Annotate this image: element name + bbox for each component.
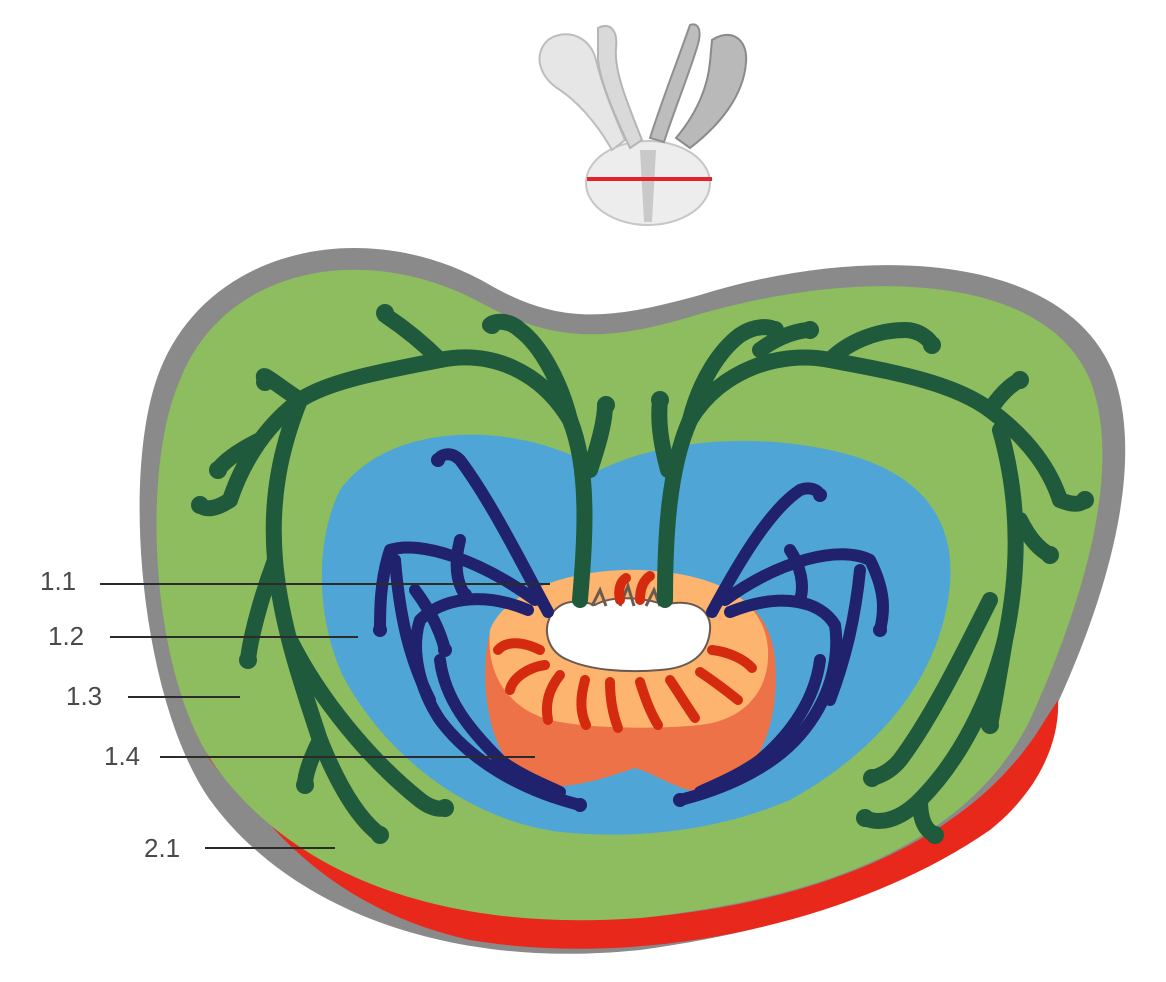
locator-thumbnail [539, 24, 746, 225]
label-1-2-text: 1.2 [48, 621, 84, 651]
label-2-1-text: 2.1 [144, 833, 180, 863]
urethra [547, 598, 710, 671]
label-1-1-text: 1.1 [40, 566, 76, 596]
label-1-3-text: 1.3 [66, 681, 102, 711]
label-1-4-text: 1.4 [104, 741, 140, 771]
